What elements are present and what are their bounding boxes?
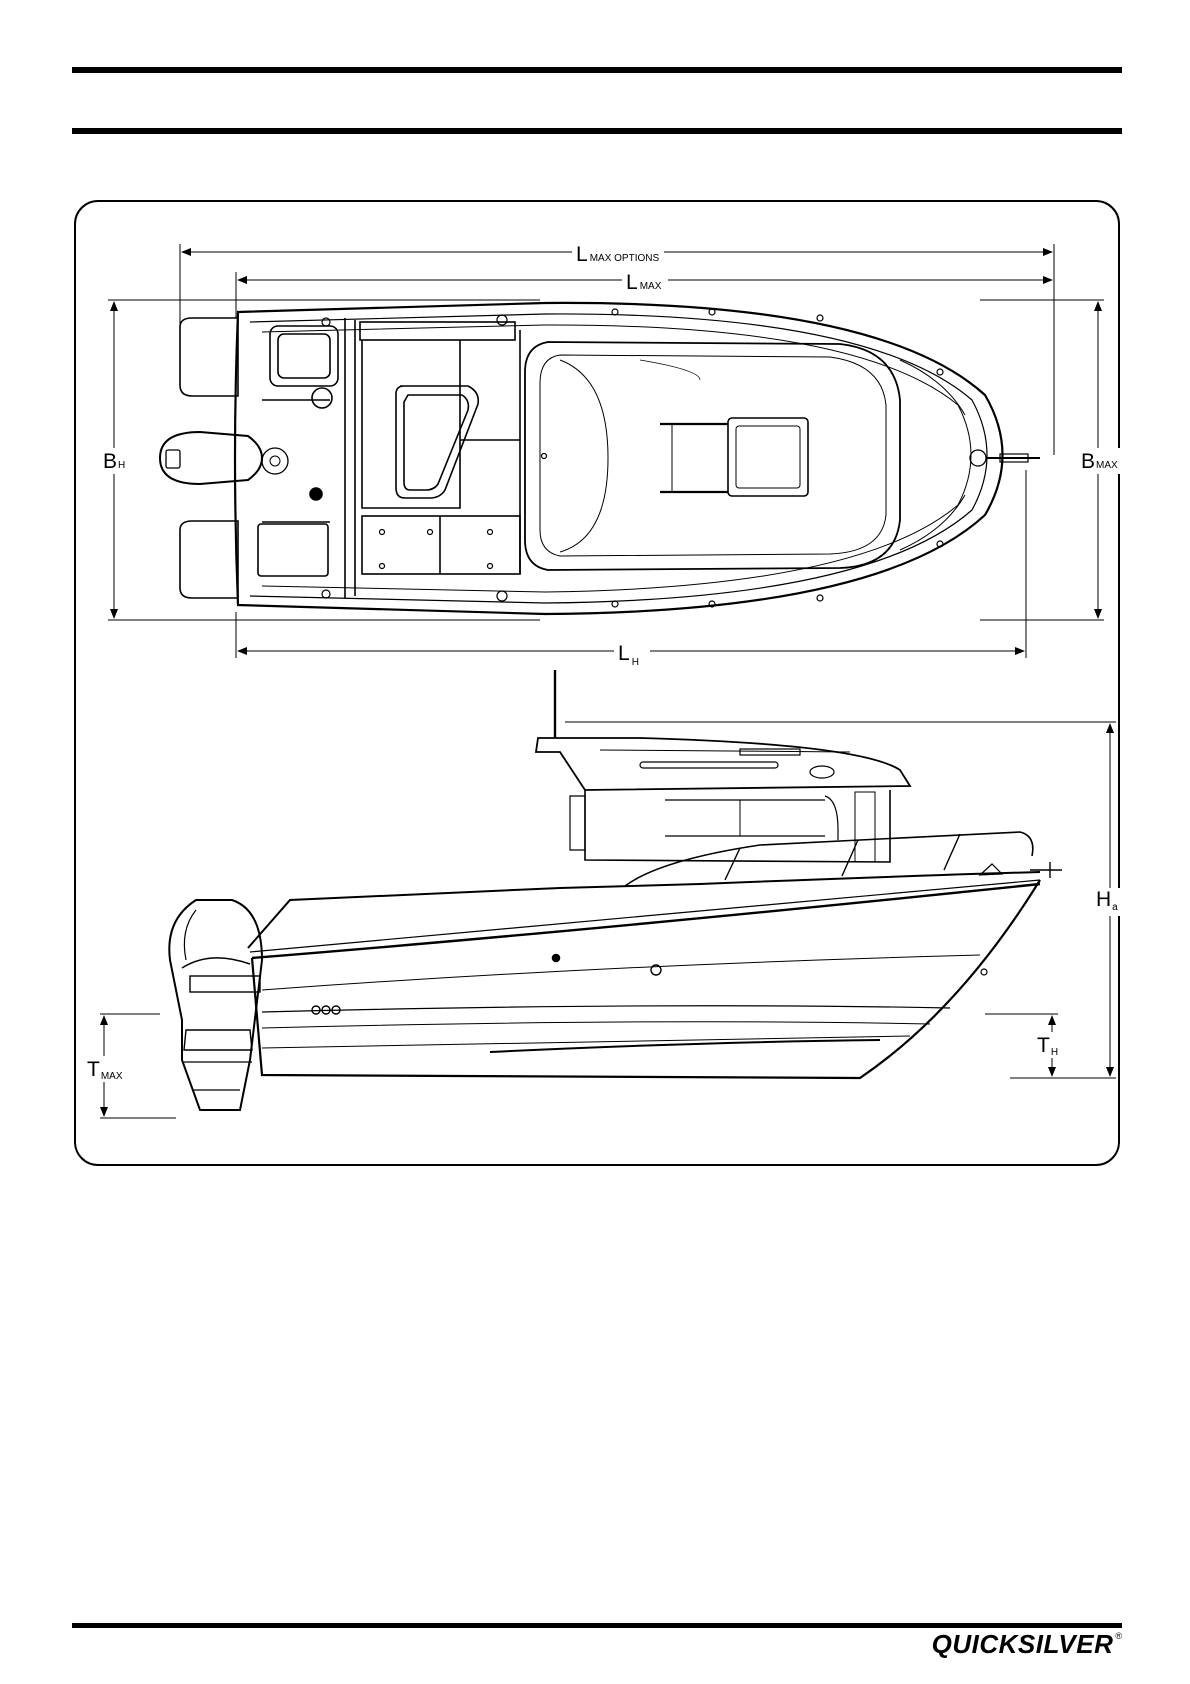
roof-hatch bbox=[728, 418, 808, 496]
hull-side bbox=[252, 880, 1040, 1078]
registered-mark: ® bbox=[1115, 1631, 1122, 1641]
swim-platform-starboard bbox=[180, 521, 238, 598]
quicksilver-logo: QUICKSILVER ® bbox=[932, 1629, 1122, 1660]
wheelhouse-roof-top bbox=[525, 342, 900, 570]
bow-railing bbox=[625, 832, 1033, 886]
dimension-lines bbox=[100, 244, 1116, 1118]
logo-wordmark: QUICKSILVER bbox=[932, 1629, 1114, 1660]
side-view bbox=[169, 670, 1062, 1110]
wheelhouse-roof-side bbox=[536, 738, 910, 790]
wheelhouse-cabin-side bbox=[585, 790, 890, 862]
footer-rule bbox=[72, 1623, 1122, 1628]
top-view-hull-outline bbox=[235, 303, 1003, 614]
outboard-motor-top bbox=[160, 432, 262, 484]
swim-platform-port bbox=[180, 318, 238, 396]
outboard-motor-side bbox=[169, 900, 262, 1110]
sheer-line bbox=[248, 872, 1040, 948]
top-view bbox=[160, 303, 1040, 614]
